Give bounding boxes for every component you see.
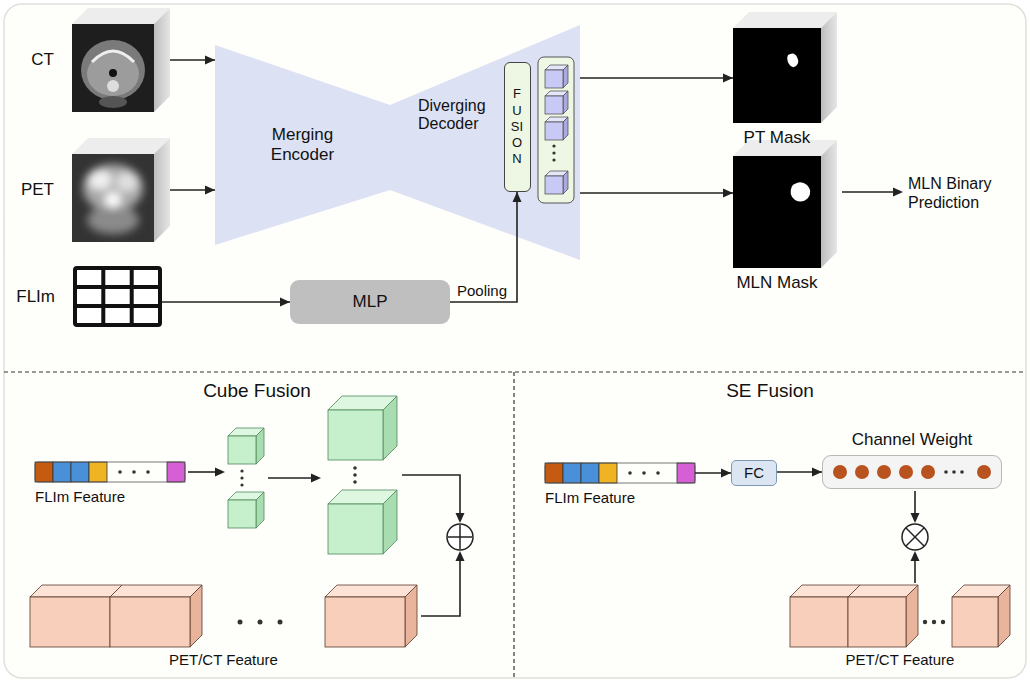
mln-mask-image	[733, 140, 837, 268]
ct-image	[72, 8, 170, 112]
arrow-head	[280, 298, 290, 307]
node-text: CT	[31, 50, 54, 70]
arrow-head	[205, 56, 215, 65]
node-text: FLIm Feature	[545, 489, 635, 506]
arrow-connector	[170, 186, 215, 195]
flim-grid-box: FLIm	[73, 266, 162, 327]
cube-face	[545, 176, 563, 194]
arrow-connector	[695, 469, 731, 478]
edge-label: Pooling	[455, 282, 509, 299]
arrow-connector	[777, 468, 822, 477]
node-text: MLN Mask	[733, 273, 821, 293]
cube-face	[563, 91, 568, 114]
arrow-connector	[580, 74, 733, 83]
cube-face	[545, 122, 563, 140]
cube-face	[545, 70, 563, 88]
node-text: PET	[21, 180, 54, 200]
arrow-connector	[580, 189, 733, 198]
panel-title: SE Fusion	[670, 380, 870, 403]
feature-cubes: PET/CT Feature	[790, 585, 1010, 647]
green-cubes	[228, 396, 397, 554]
arrow-heads	[215, 468, 920, 562]
node-text: Diverging Decoder	[418, 97, 502, 134]
cube-face	[563, 171, 568, 194]
connector-line	[162, 301, 290, 303]
node-text: FUSION	[511, 86, 524, 167]
encoder-box: Merging Encoder	[215, 45, 390, 245]
add-symbol	[447, 524, 473, 550]
ellipsis-dot	[552, 158, 555, 161]
feature-bar: FLIm Feature	[35, 462, 185, 482]
cube-column	[538, 57, 574, 203]
node-text: FLIm	[16, 287, 55, 307]
output-label: MLN Binary Prediction	[908, 174, 1020, 212]
cube-face	[545, 96, 563, 114]
divider	[4, 371, 1026, 372]
weight-box: Channel Weight	[822, 455, 1002, 489]
multiply-symbol	[902, 524, 928, 550]
flow-arrows	[188, 472, 915, 616]
fusion-box: FUSION	[504, 62, 531, 192]
decoder-shape	[390, 25, 580, 260]
ellipsis-dot	[552, 151, 555, 154]
node-text: PET/CT Feature	[790, 651, 1010, 668]
image-box: CT	[72, 8, 170, 112]
mask-box: MLN Mask	[733, 140, 837, 268]
arrow-connector	[170, 56, 215, 65]
mlp-box: MLP	[290, 280, 450, 324]
arrow-head	[205, 186, 215, 195]
node-text: FC	[744, 464, 764, 482]
connector-line	[580, 77, 733, 79]
arrow-head	[721, 469, 731, 478]
node-text: Channel Weight	[823, 430, 1001, 450]
node-text: FLIm Feature	[35, 488, 125, 505]
output-arrow	[842, 188, 903, 197]
pt-mask-image	[733, 12, 837, 123]
flim-grid	[75, 268, 160, 325]
divider	[513, 372, 514, 678]
connector-line	[580, 192, 733, 194]
mask-box: PT Mask	[733, 12, 837, 123]
trapezoid	[390, 25, 580, 260]
channel-weights	[822, 455, 1002, 489]
cube-face	[563, 117, 568, 140]
fc-box: FC	[731, 460, 777, 486]
petct-cubes	[790, 585, 1010, 647]
arrow-head	[723, 189, 733, 198]
arrow-head	[723, 74, 733, 83]
node-text: Merging Encoder	[253, 125, 353, 166]
petct-cubes	[30, 585, 417, 647]
trapezoid	[215, 45, 390, 245]
decoder-box: Diverging Decoder FUSION	[390, 25, 580, 260]
pet-image	[72, 138, 170, 242]
node-text: PET/CT Feature	[30, 651, 417, 668]
feature-bar: FLIm Feature	[545, 463, 695, 483]
arrow-head	[812, 468, 822, 477]
feature-bar	[35, 462, 185, 482]
node-text: PT Mask	[733, 128, 821, 148]
cube-face	[563, 65, 568, 88]
ellipsis-dot	[552, 144, 555, 147]
feature-cubes: PET/CT Feature	[30, 585, 417, 647]
feature-bar	[545, 463, 695, 483]
frame	[4, 4, 1026, 678]
image-box: PET	[72, 138, 170, 242]
arrow-connector	[162, 298, 290, 307]
node-text: MLP	[353, 292, 388, 312]
panel-title: Cube Fusion	[157, 380, 357, 403]
